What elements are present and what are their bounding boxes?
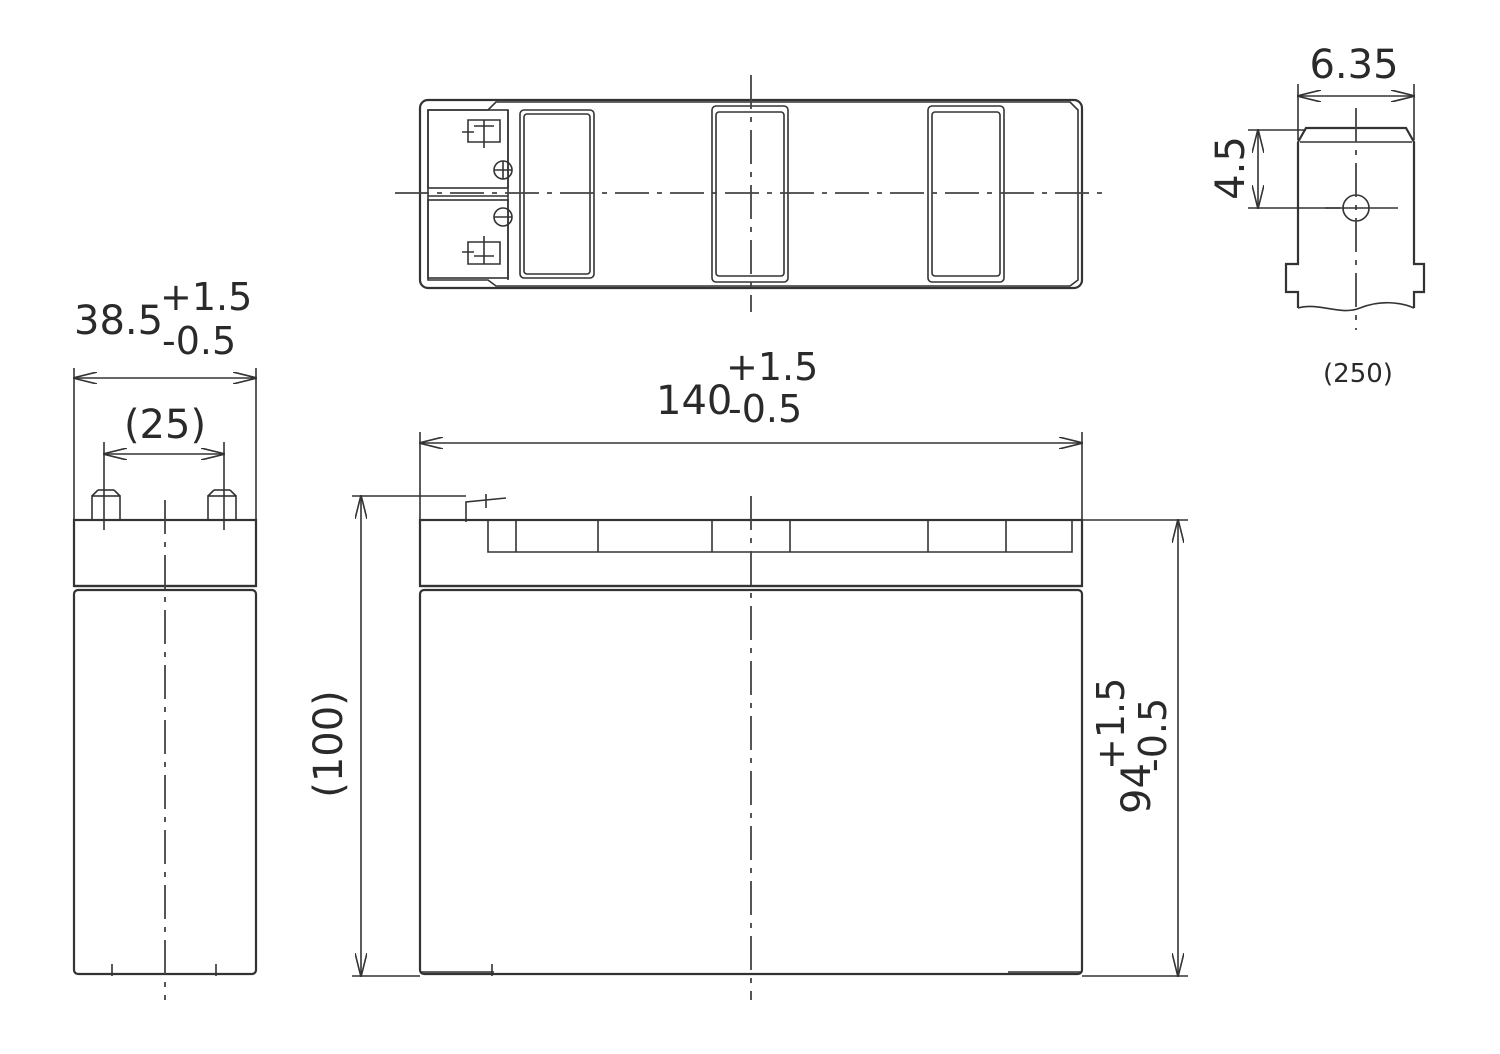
front-view (352, 432, 1188, 1000)
top-view (395, 75, 1110, 312)
terminal-type-label: (250) (1323, 359, 1393, 389)
side-view (72, 368, 258, 1000)
terminal-detail-view (1248, 84, 1426, 330)
terminal-hole-height-label: 4.5 (1208, 136, 1254, 200)
length-tolerance-minus: -0.5 (728, 387, 802, 431)
case-height-nominal-label: 94 (1114, 763, 1160, 814)
width-tolerance-minus: -0.5 (162, 319, 236, 363)
length-tolerance-plus: +1.5 (726, 345, 818, 389)
width-tolerance-plus: +1.5 (160, 275, 252, 319)
left-terminal-post (91, 489, 121, 521)
total-height-label: (100) (306, 690, 352, 798)
right-terminal-post (207, 489, 237, 521)
terminal-bottom-icon (462, 236, 501, 265)
width-nominal-label: 38.5 (74, 298, 163, 344)
case-height-tolerance-plus: +1.5 (1089, 678, 1133, 770)
terminal-top-icon (462, 119, 501, 148)
front-terminal-tab (465, 494, 507, 522)
length-nominal-label: 140 (656, 378, 732, 424)
terminal-spacing-label: (25) (124, 402, 206, 448)
terminal-width-label: 6.35 (1309, 42, 1398, 88)
case-height-tolerance-minus: -0.5 (1131, 698, 1175, 772)
